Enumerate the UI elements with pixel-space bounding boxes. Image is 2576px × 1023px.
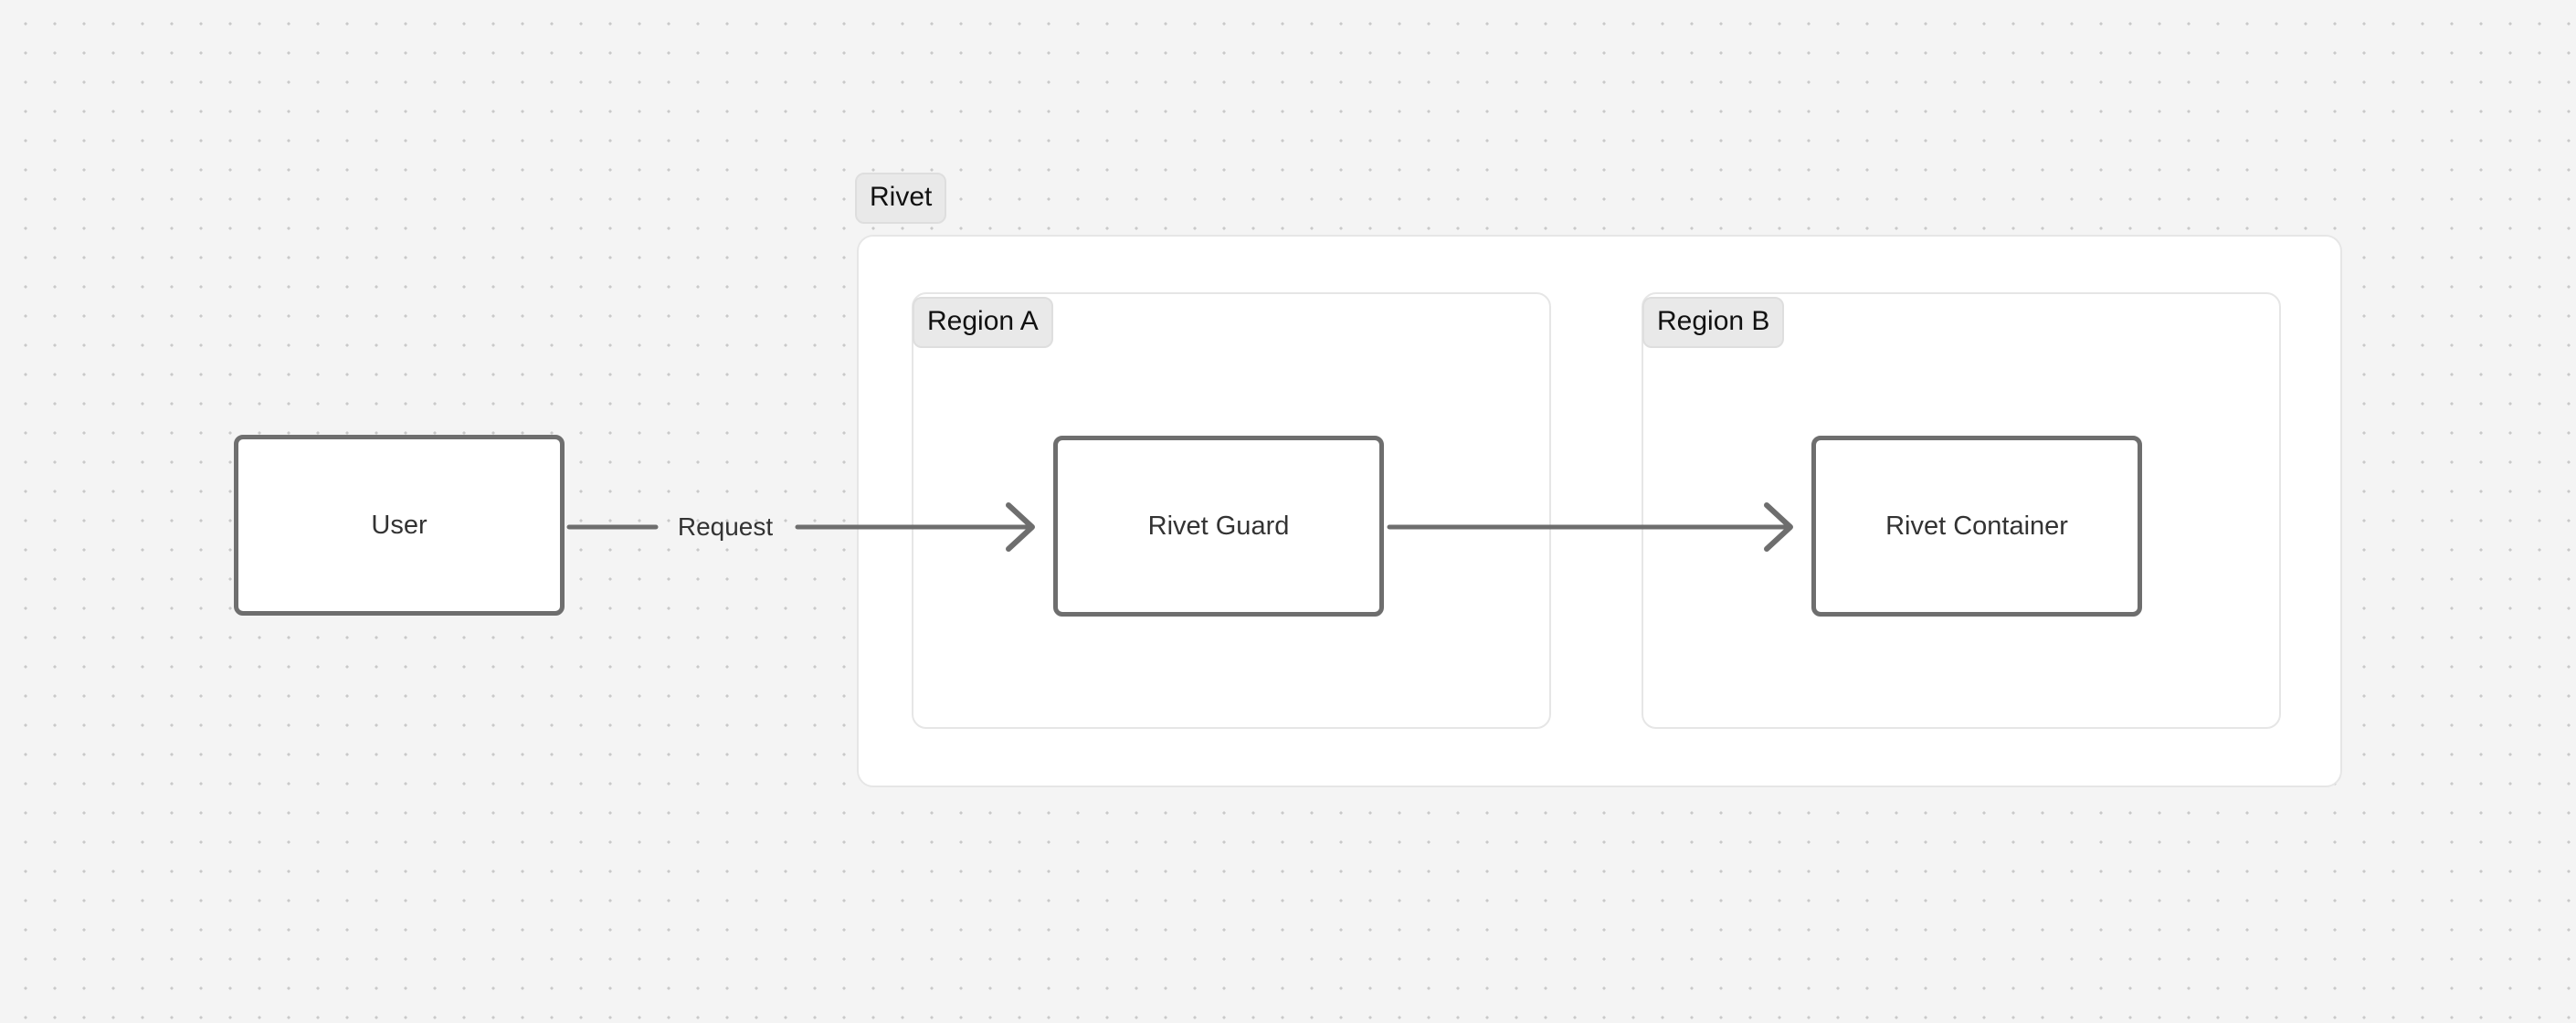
node-user[interactable]: User — [234, 435, 565, 616]
node-rivet-container-label: Rivet Container — [1885, 511, 2068, 541]
group-label-rivet[interactable]: Rivet — [855, 173, 947, 224]
node-rivet-guard-label: Rivet Guard — [1147, 511, 1290, 541]
node-user-label: User — [371, 510, 428, 540]
node-rivet-guard[interactable]: Rivet Guard — [1053, 436, 1384, 617]
node-rivet-container[interactable]: Rivet Container — [1811, 436, 2142, 617]
group-label-region-b[interactable]: Region B — [1642, 297, 1785, 348]
edge-label-request: Request — [677, 512, 774, 541]
group-label-region-a[interactable]: Region A — [913, 297, 1053, 348]
